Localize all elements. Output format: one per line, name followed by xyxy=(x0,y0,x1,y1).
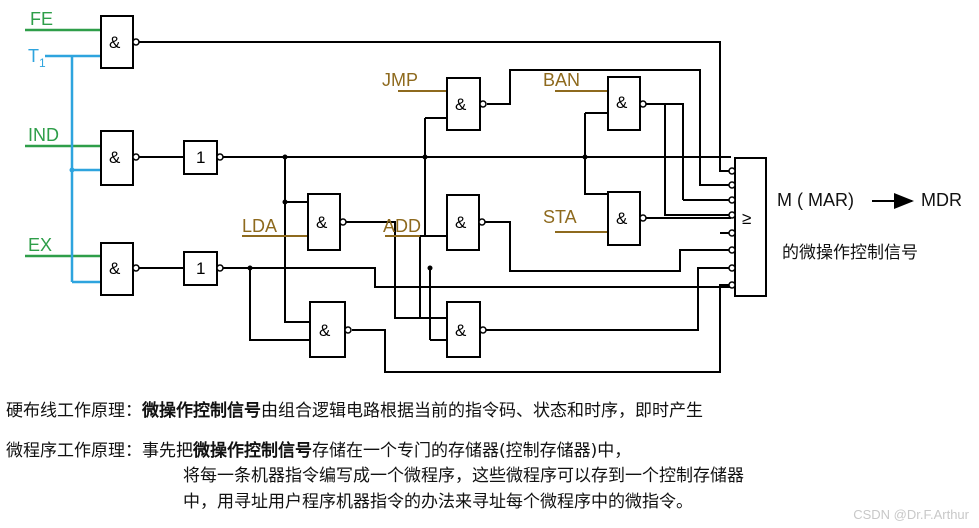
microprogram-principle-text: 微程序工作原理：事先把微操作控制信号存储在一个专门的存储器(控制存储器)中， xyxy=(6,441,632,461)
and-gate-ex: & xyxy=(100,242,140,296)
lda-label: LDA xyxy=(242,216,277,236)
svg-text:&: & xyxy=(109,259,121,278)
or-gate: ≥ xyxy=(728,157,767,297)
ban-label: BAN xyxy=(543,70,580,90)
brown-wires xyxy=(242,90,608,237)
svg-text:&: & xyxy=(455,321,467,340)
svg-text:1: 1 xyxy=(196,259,205,278)
microprogram-principle-text-line2: 将每一条机器指令编写成一个微程序，这些微程序可以存到一个控制存储器 xyxy=(183,466,744,486)
output-caption: 的微操作控制信号 xyxy=(782,243,918,263)
and-gate-lower-left: & xyxy=(309,301,352,358)
svg-text:&: & xyxy=(616,93,628,112)
svg-text:&: & xyxy=(109,33,121,52)
svg-text:&: & xyxy=(455,95,467,114)
and-gate-fe: & xyxy=(100,15,140,69)
and-gate-jmp: & xyxy=(446,77,487,131)
svg-text:&: & xyxy=(455,213,467,232)
svg-text:&: & xyxy=(109,148,121,167)
add-label: ADD xyxy=(383,216,421,236)
watermark: CSDN @Dr.F.Arthur xyxy=(853,507,969,522)
svg-text:&: & xyxy=(616,209,628,228)
fe-label: FE xyxy=(30,9,53,29)
jmp-label: JMP xyxy=(382,70,418,90)
logic-circuit-diagram: & & & 1 1 & & & xyxy=(25,9,962,373)
and-gate-lower-right: & xyxy=(446,301,487,358)
and-gate-add: & xyxy=(446,194,486,251)
svg-text:&: & xyxy=(316,213,328,232)
output-label-mdr: MDR xyxy=(921,190,962,210)
and-gate-ind: & xyxy=(100,130,140,186)
sta-label: STA xyxy=(543,207,577,227)
hardwired-principle-text: 硬布线工作原理：微操作控制信号由组合逻辑电路根据当前的指令码、状态和时序，即时产… xyxy=(6,401,703,421)
t1-label: T1 xyxy=(28,46,46,70)
svg-text:≥: ≥ xyxy=(742,209,751,228)
ex-label: EX xyxy=(28,235,52,255)
not-gate-2: 1 xyxy=(183,251,224,286)
junction-dots xyxy=(247,154,588,271)
and-gate-ban: & xyxy=(607,76,647,131)
ind-label: IND xyxy=(28,125,59,145)
and-gate-lda: & xyxy=(307,193,347,251)
green-wires xyxy=(25,28,101,258)
svg-text:1: 1 xyxy=(196,148,205,167)
svg-text:&: & xyxy=(319,321,331,340)
not-gate-1: 1 xyxy=(183,140,224,175)
and-gate-sta: & xyxy=(607,191,647,246)
output-label-mar: M ( MAR) xyxy=(777,190,854,210)
microprogram-principle-text-line3: 中，用寻址用户程序机器指令的办法来寻址每个微程序中的微指令。 xyxy=(183,492,693,512)
